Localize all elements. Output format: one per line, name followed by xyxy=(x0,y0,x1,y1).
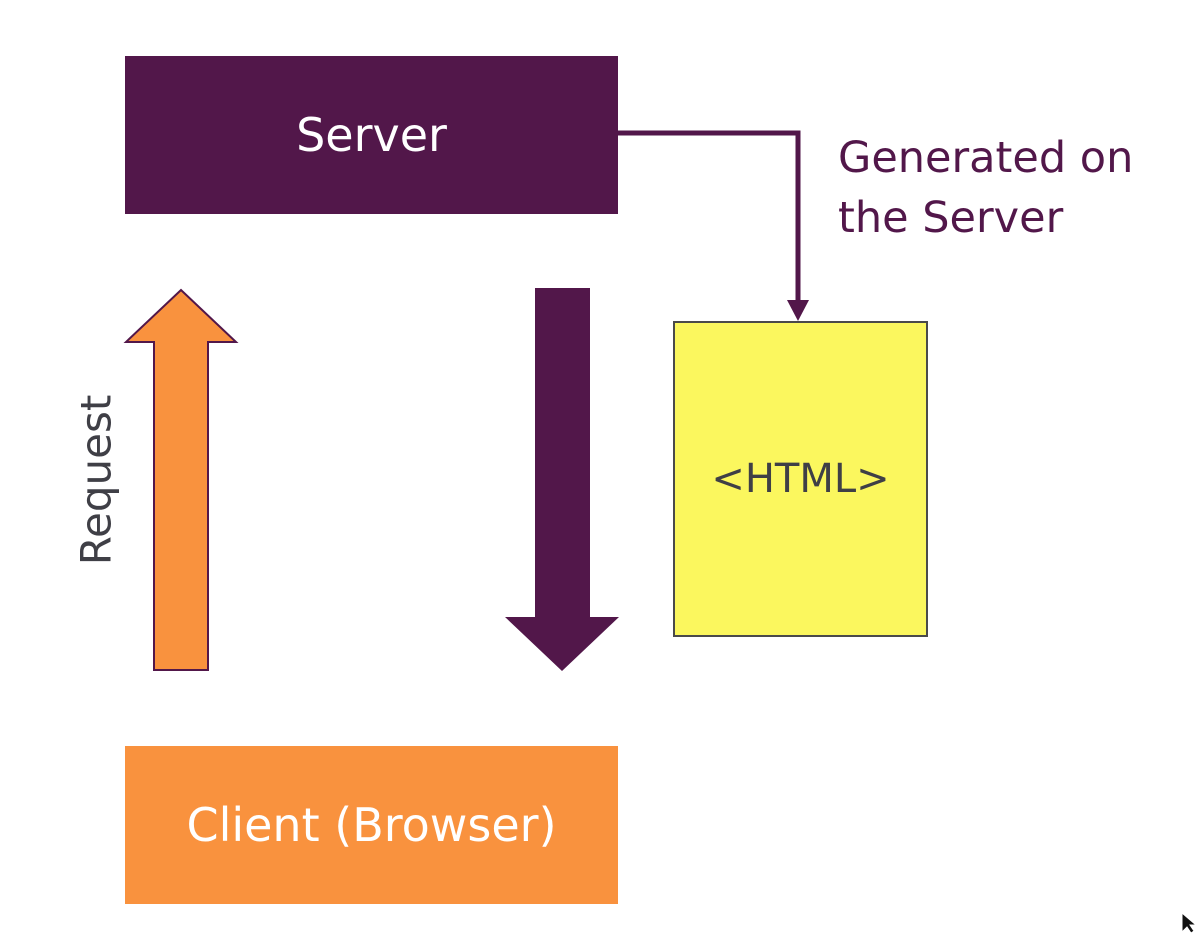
request-label: Request xyxy=(71,394,121,566)
request-arrow xyxy=(123,288,239,671)
server-box: Server xyxy=(125,56,618,214)
server-to-html-connector xyxy=(618,130,801,305)
generated-on-server-label: Generated on the Server xyxy=(838,133,1134,243)
server-label: Server xyxy=(296,108,447,162)
client-label: Client (Browser) xyxy=(186,798,557,852)
client-box: Client (Browser) xyxy=(125,746,618,904)
response-arrow xyxy=(505,288,619,671)
mouse-cursor-icon xyxy=(1181,911,1198,933)
html-document-label: <HTML> xyxy=(711,456,890,502)
html-document: <HTML> xyxy=(673,321,928,637)
server-to-html-arrowhead xyxy=(787,300,809,321)
